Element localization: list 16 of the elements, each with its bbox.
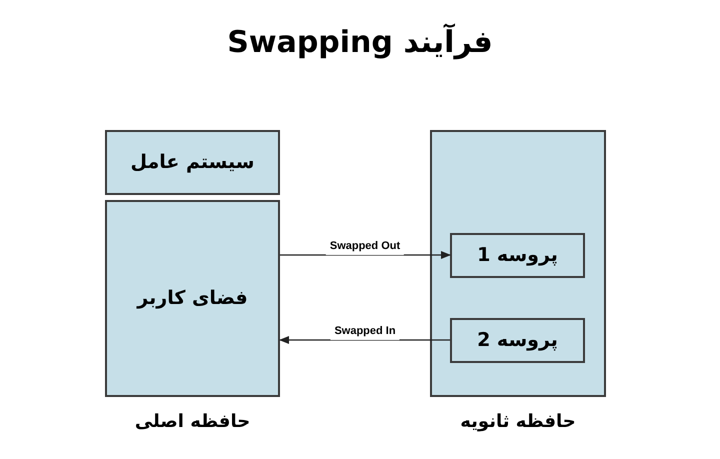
node-label: پروسه 1 [477, 243, 558, 268]
arrow [280, 251, 451, 259]
memory-label: حافظه اصلی [134, 410, 250, 434]
process-box [105, 200, 280, 397]
process-box [450, 318, 585, 363]
process-box [450, 233, 585, 278]
node-label: پروسه 2 [477, 328, 558, 354]
edge-label: Swapped Out [326, 238, 404, 254]
arrow [279, 336, 450, 344]
edge-label: Swapped In [330, 323, 400, 340]
title: فرآیند Swapping [227, 22, 493, 62]
node-label: فضای کاربر [137, 286, 248, 312]
node-label: سیستم عامل [130, 150, 254, 176]
memory-box [430, 130, 606, 397]
memory-label: حافظه ثانویه [460, 410, 576, 434]
process-box [105, 130, 280, 195]
